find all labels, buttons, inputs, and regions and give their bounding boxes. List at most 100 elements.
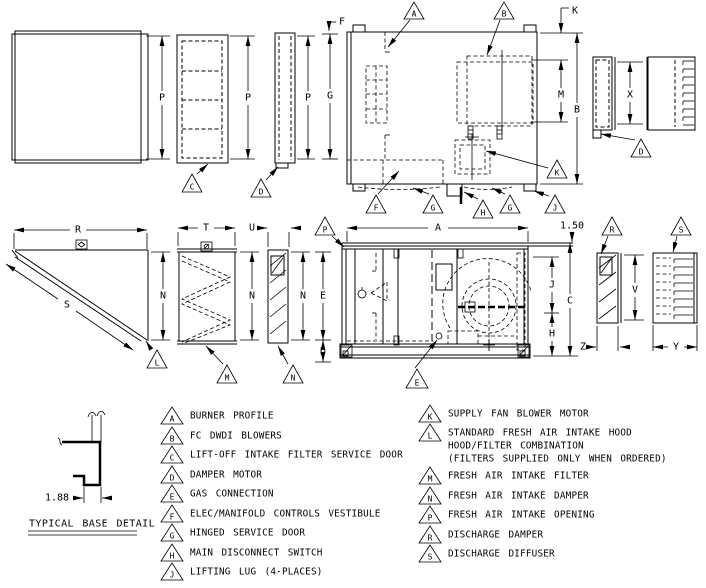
svg-text:E: E — [415, 379, 420, 388]
svg-text:H: H — [170, 552, 175, 561]
svg-text:D: D — [170, 474, 175, 483]
svg-text:M: M — [428, 475, 433, 484]
legend-item-n: N FRESH AIR INTAKE DAMPER — [418, 486, 589, 505]
dim-disch-y: Y — [673, 342, 679, 353]
dim-elev-e: E — [320, 291, 326, 302]
svg-text:S: S — [428, 553, 433, 562]
burner-flame-symbol — [370, 281, 388, 302]
discharge-damper-view: R V Z — [580, 216, 644, 353]
svg-text:H: H — [481, 209, 486, 218]
legend-item-r: R DISCHARGE DAMPER — [418, 525, 543, 544]
svg-text:LIFT-OFF INTAKE FILTER SERVICE: LIFT-OFF INTAKE FILTER SERVICE DOOR — [190, 450, 403, 461]
filter-media — [181, 255, 231, 343]
callout-plan-h: H — [463, 191, 494, 219]
dim-filter-door-p: P — [245, 93, 251, 104]
legend-item-g: G HINGED SERVICE DOOR — [160, 523, 305, 542]
svg-text:C: C — [170, 454, 175, 463]
svg-text:FRESH AIR INTAKE DAMPER: FRESH AIR INTAKE DAMPER — [448, 491, 589, 502]
dim-profile-n: N — [160, 291, 166, 302]
dim-plan-g: G — [327, 91, 333, 102]
dim-disch-z: Z — [580, 342, 586, 353]
intake-filter-view: T N M — [177, 223, 259, 384]
disconnect-box — [435, 263, 453, 291]
dim-hood-x: X — [627, 90, 633, 101]
svg-text:K: K — [428, 413, 433, 422]
legend-item-a: A BURNER PROFILE — [160, 406, 274, 425]
front-panel-view: P — [11, 30, 170, 164]
dim-damper-u: U — [249, 223, 255, 234]
svg-text:P: P — [323, 226, 328, 235]
lift-point-symbol — [200, 241, 213, 252]
svg-text:DISCHARGE DIFFUSER: DISCHARGE DIFFUSER — [448, 549, 555, 560]
callout-plan-j: J — [533, 190, 566, 214]
dim-filter-n: N — [249, 291, 255, 302]
svg-text:S: S — [679, 226, 684, 235]
svg-text:DAMPER MOTOR: DAMPER MOTOR — [190, 470, 262, 481]
plan-view: F G K M — [322, 1, 583, 219]
pilot-symbol — [357, 289, 367, 299]
svg-text:ELEC/MANIFOLD CONTROLS VESTIBU: ELEC/MANIFOLD CONTROLS VESTIBULE — [190, 509, 381, 520]
svg-text:P: P — [428, 514, 433, 523]
filter-door-view: P C — [176, 34, 255, 193]
damper-motor — [270, 255, 285, 276]
dim-disch-v: V — [632, 285, 638, 296]
dim-damper-n: N — [300, 291, 306, 302]
callout-disch-s: S — [670, 216, 692, 253]
svg-text:L: L — [428, 432, 433, 441]
callout-profile-l: L — [145, 340, 168, 369]
legend-item-d: D DAMPER MOTOR — [160, 465, 262, 484]
svg-text:B: B — [502, 10, 507, 19]
damper-motor — [599, 256, 613, 276]
blower-motor — [454, 134, 491, 180]
legend-item-f: F ELEC/MANIFOLD CONTROLS VESTIBULE — [160, 504, 381, 523]
callout-plan-g1: G — [412, 187, 444, 214]
dim-elev-a: A — [435, 223, 441, 234]
svg-text:MAIN DISCONNECT SWITCH: MAIN DISCONNECT SWITCH — [190, 548, 323, 559]
svg-text:FRESH AIR INTAKE OPENING: FRESH AIR INTAKE OPENING — [448, 510, 595, 521]
svg-text:E: E — [170, 493, 175, 502]
svg-text:BURNER PROFILE: BURNER PROFILE — [190, 411, 274, 422]
svg-text:A: A — [170, 415, 175, 424]
legend-item-l: L STANDARD FRESH AIR INTAKE HOOD HOOD/FI… — [418, 423, 667, 465]
damper-door-view: P D — [250, 32, 315, 198]
legend-item-p: P FRESH AIR INTAKE OPENING — [418, 505, 595, 524]
base-detail: 1.88 TYPICAL BASE DETAIL — [28, 410, 155, 536]
svg-text:HINGED SERVICE DOOR: HINGED SERVICE DOOR — [190, 528, 305, 539]
svg-text:FRESH AIR INTAKE FILTER: FRESH AIR INTAKE FILTER — [448, 471, 589, 482]
louvers — [682, 60, 694, 126]
svg-text:G: G — [170, 532, 175, 541]
lifting-lug — [523, 24, 537, 33]
legend-item-c: C LIFT-OFF INTAKE FILTER SERVICE DOOR — [160, 445, 403, 464]
legend-item-k: K SUPPLY FAN BLOWER MOTOR — [418, 404, 589, 423]
legend-item-m: M FRESH AIR INTAKE FILTER — [418, 466, 589, 485]
svg-text:C: C — [190, 183, 195, 192]
dim-base-188: 1.88 — [45, 493, 69, 504]
base-detail-title: TYPICAL BASE DETAIL — [29, 519, 155, 530]
dim-plan-m: M — [558, 90, 564, 101]
callout-filter-door-c: C — [181, 163, 209, 193]
svg-text:G: G — [431, 204, 436, 213]
dim-plan-k: K — [572, 6, 578, 17]
svg-text:R: R — [428, 534, 433, 543]
dim-elev-j: J — [549, 280, 555, 291]
dim-elev-h: H — [549, 329, 555, 340]
svg-text:J: J — [170, 571, 175, 580]
dim-damper-door-p: P — [305, 93, 311, 104]
supply-fan — [442, 252, 532, 352]
svg-text:HOOD/FILTER COMBINATION: HOOD/FILTER COMBINATION — [448, 441, 584, 452]
dim-profile-s: S — [64, 300, 70, 311]
callout-plan-k: K — [485, 150, 568, 179]
callout-elev-p: P — [314, 216, 345, 248]
svg-text:D: D — [639, 148, 644, 157]
svg-text:(FILTERS SUPPLIED ONLY WHEN OR: (FILTERS SUPPLIED ONLY WHEN ORDERED) — [448, 454, 667, 465]
svg-text:B: B — [170, 435, 175, 444]
base-profile — [62, 440, 102, 487]
svg-text:J: J — [553, 204, 558, 213]
dim-plan-f: F — [339, 17, 345, 28]
legend-right: K SUPPLY FAN BLOWER MOTOR L STANDARD FRE… — [418, 404, 667, 563]
burner-profile — [365, 65, 388, 124]
dim-elev-roof: 1.50 — [560, 221, 584, 232]
callout-damper-door-d: D — [250, 166, 279, 198]
svg-text:DISCHARGE DAMPER: DISCHARGE DAMPER — [448, 530, 543, 541]
